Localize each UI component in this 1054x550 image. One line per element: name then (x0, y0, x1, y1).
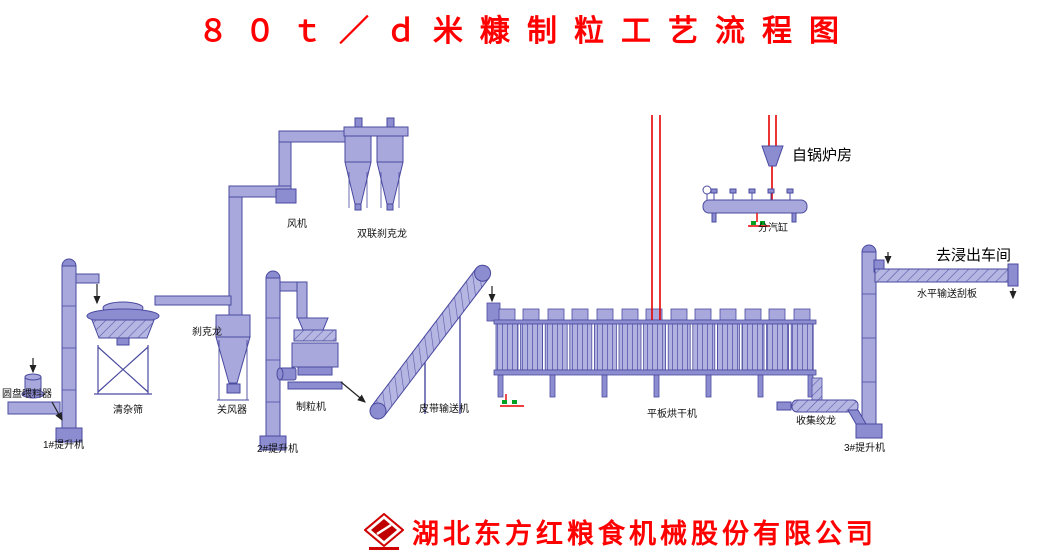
collection-auger (776, 399, 867, 425)
label-plate-dryer: 平板烘干机 (647, 409, 697, 420)
company-logo-icon (364, 512, 404, 550)
disc-feeder (7, 373, 61, 415)
label-horizontal-scraper: 水平输送刮板 (917, 289, 977, 300)
label-fan: 风机 (287, 219, 307, 230)
bucket-elevator-3 (855, 244, 883, 439)
label-steam-header: 分汽缸 (758, 223, 788, 234)
label-to-extraction: 去浸出车间 (936, 247, 1012, 264)
label-cyclone: 刹克龙 (192, 327, 222, 338)
label-double-cyclone: 双联刹克龙 (357, 229, 407, 240)
pressure-gauge (702, 185, 712, 195)
cyclone-shakelong (215, 314, 251, 401)
label-cleaning-sieve: 清杂筛 (113, 405, 143, 416)
label-pelletizer: 制粒机 (296, 402, 326, 413)
fan (275, 188, 297, 204)
label-collect-auger: 收集绞龙 (796, 416, 836, 427)
label-elevator1: 1#提升机 (43, 440, 85, 451)
label-airlock: 关风器 (217, 405, 247, 416)
footer: 湖北东方红粮食机械股份有限公司 (364, 512, 877, 550)
scraper-conveyor (873, 259, 1019, 287)
company-name: 湖北东方红粮食机械股份有限公司 (412, 519, 877, 549)
label-disc-feeder: 圆盘喂料器 (2, 389, 52, 400)
dryer-drain-valve (500, 394, 524, 407)
plate-dryer-unit (486, 302, 823, 405)
bucket-elevator-2 (259, 270, 287, 451)
label-elevator2: 2#提升机 (257, 444, 299, 455)
bucket-elevator-1 (55, 258, 83, 443)
airlock-valve (226, 383, 241, 394)
label-elevator3: 3#提升机 (844, 443, 886, 454)
double-cyclone (343, 117, 409, 211)
aspiration-ducts (74, 130, 359, 319)
flow-arrows (29, 252, 1017, 422)
header-drain-valve (748, 213, 770, 227)
label-from-boiler: 自锅炉房 (792, 147, 853, 164)
steam-inlet-funnel (761, 145, 784, 167)
label-belt-conveyor: 皮带输送机 (419, 404, 469, 415)
belt-conveyor-incline (369, 264, 492, 420)
pelletizer-machine (276, 317, 343, 390)
steam-pipes (651, 115, 777, 320)
cleaning-sieve (86, 301, 160, 395)
page-title: ８０ｔ／ｄ米糠制粒工艺流程图 (198, 15, 856, 48)
steam-header-cylinder (702, 185, 808, 223)
